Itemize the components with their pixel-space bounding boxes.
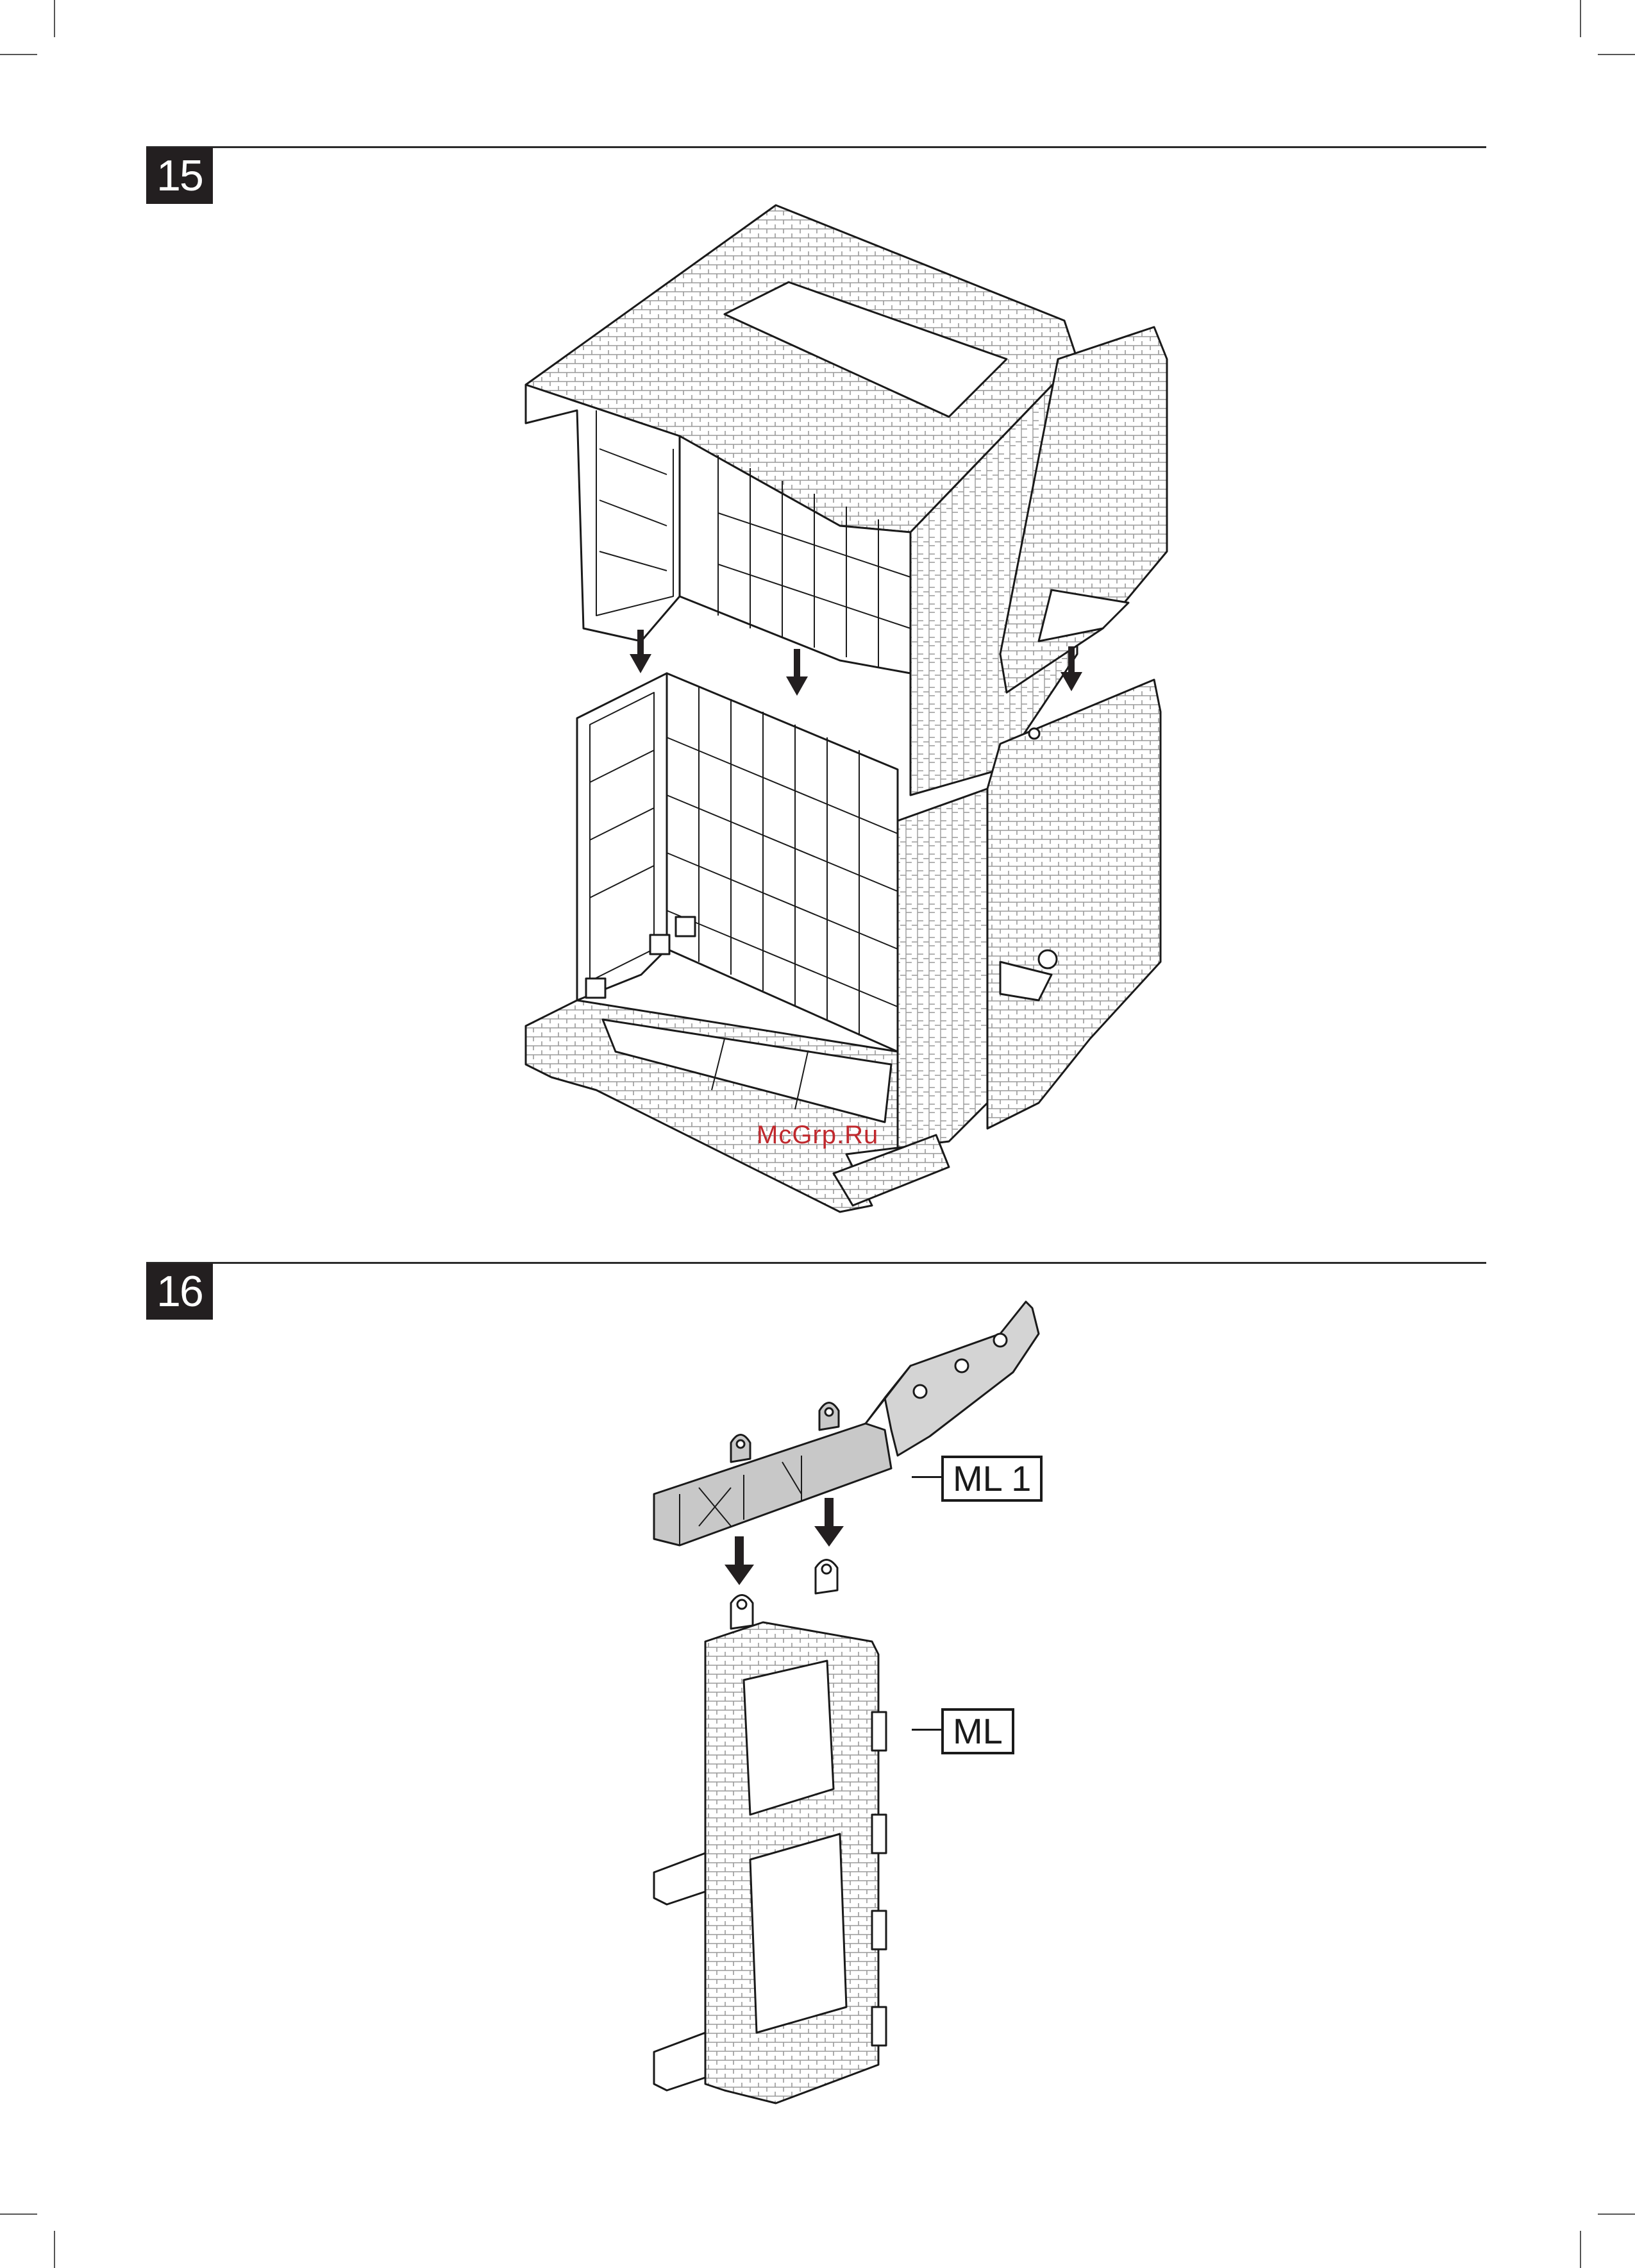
part-ml1 bbox=[654, 1302, 1039, 1545]
watermark: McGrp.Ru bbox=[757, 1121, 878, 1150]
down-arrow-icon bbox=[814, 1498, 844, 1547]
ml1-leader-line bbox=[912, 1476, 941, 1478]
lower-back-panel bbox=[667, 673, 898, 1052]
ml-leader-line bbox=[912, 1729, 941, 1731]
part-ml bbox=[654, 1560, 886, 2104]
part-label-ml1: ML 1 bbox=[941, 1456, 1043, 1502]
lower-side-wing bbox=[987, 680, 1161, 1129]
lower-front-panel bbox=[898, 789, 987, 1148]
part-label-ml: ML bbox=[941, 1708, 1014, 1754]
down-arrow-icon bbox=[725, 1536, 754, 1585]
down-arrow-icon bbox=[786, 649, 808, 696]
